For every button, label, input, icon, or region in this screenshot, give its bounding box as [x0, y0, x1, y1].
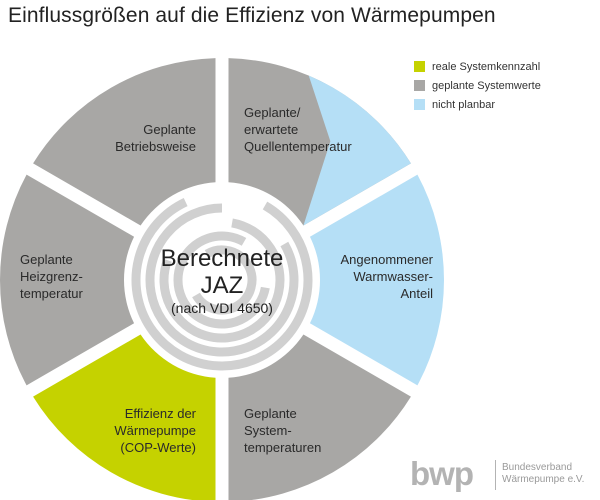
segment-betriebsweise — [33, 58, 216, 226]
spiral-arc — [145, 203, 299, 357]
segment-label-quellentemperatur-line3: Quellentemperatur — [244, 139, 352, 154]
center-label: Berechnete JAZ (nach VDI 4650) — [161, 245, 284, 316]
segment-label-warmwasser-line1: Angenommener — [341, 252, 434, 267]
segment-label-betriebsweise-line2: Betriebsweise — [115, 139, 196, 154]
segment-label-effizienz-line2: Wärmepumpe — [114, 423, 196, 438]
logo-divider — [495, 460, 496, 490]
segment-label-warmwasser-line3: Anteil — [400, 286, 433, 301]
segment-label-betriebsweise-line1: Geplante — [143, 122, 196, 137]
segment-label-effizienz-line1: Effizienz der — [125, 406, 197, 421]
legend-label: geplante Systemwerte — [432, 79, 541, 92]
bwp-logo-mark: bwp — [410, 455, 474, 492]
legend-item-real: reale Systemkennzahl — [414, 57, 541, 76]
segment-label-quellentemperatur-line2: erwartete — [244, 122, 298, 137]
segment-effizienz-waermepumpe — [33, 334, 216, 500]
legend-swatch — [414, 80, 425, 91]
segment-heizgrenztemperatur — [0, 174, 135, 386]
segment-label-quellentemperatur-line1: Geplante/ — [244, 105, 301, 120]
segment-label-heizgrenz-line1: Geplante — [20, 252, 73, 267]
segment-label-systemtemperaturen-line3: temperaturen — [244, 440, 321, 455]
logo-text-line2: Wärmepumpe e.V. — [502, 474, 585, 485]
legend-item-planned: geplante Systemwerte — [414, 76, 541, 95]
logo-text-line1: Bundesverband — [502, 462, 573, 473]
center-label-line3: (nach VDI 4650) — [171, 300, 273, 316]
spiral-arc — [173, 231, 270, 329]
bwp-logo: bwp Bundesverband Wärmepumpe e.V. — [410, 456, 595, 496]
legend-label: reale Systemkennzahl — [432, 60, 541, 73]
segment-label-heizgrenz-line2: Heizgrenz- — [20, 269, 83, 284]
legend: reale Systemkennzahl geplante Systemwert… — [414, 57, 541, 114]
segment-label-systemtemperaturen-line1: Geplante — [244, 406, 297, 421]
segment-label-effizienz-line3: (COP-Werte) — [120, 440, 196, 455]
segment-label-heizgrenz-line3: temperatur — [20, 286, 84, 301]
center-label-line2: JAZ — [201, 272, 244, 299]
segment-systemtemperaturen — [228, 334, 411, 500]
legend-swatch — [414, 61, 425, 72]
segment-label-systemtemperaturen-line2: System- — [244, 423, 292, 438]
segment-label-warmwasser-line2: Warmwasser- — [353, 269, 433, 284]
spiral-arc — [192, 245, 257, 315]
segment-warmwasser-anteil — [309, 174, 444, 386]
legend-swatch — [414, 99, 425, 110]
spiral-arc — [131, 197, 313, 371]
center-spiral-decoration — [131, 197, 313, 371]
diagram-title: Einflussgrößen auf die Effizienz von Wär… — [8, 4, 496, 27]
center-label-line1: Berechnete — [161, 245, 284, 272]
logo-organization-name: Bundesverband Wärmepumpe e.V. — [502, 462, 584, 486]
legend-label: nicht planbar — [432, 98, 495, 111]
legend-item-unplannable: nicht planbar — [414, 95, 541, 114]
segment-quellentemperatur-unplanned-part — [303, 75, 411, 226]
spiral-arc — [159, 218, 285, 343]
